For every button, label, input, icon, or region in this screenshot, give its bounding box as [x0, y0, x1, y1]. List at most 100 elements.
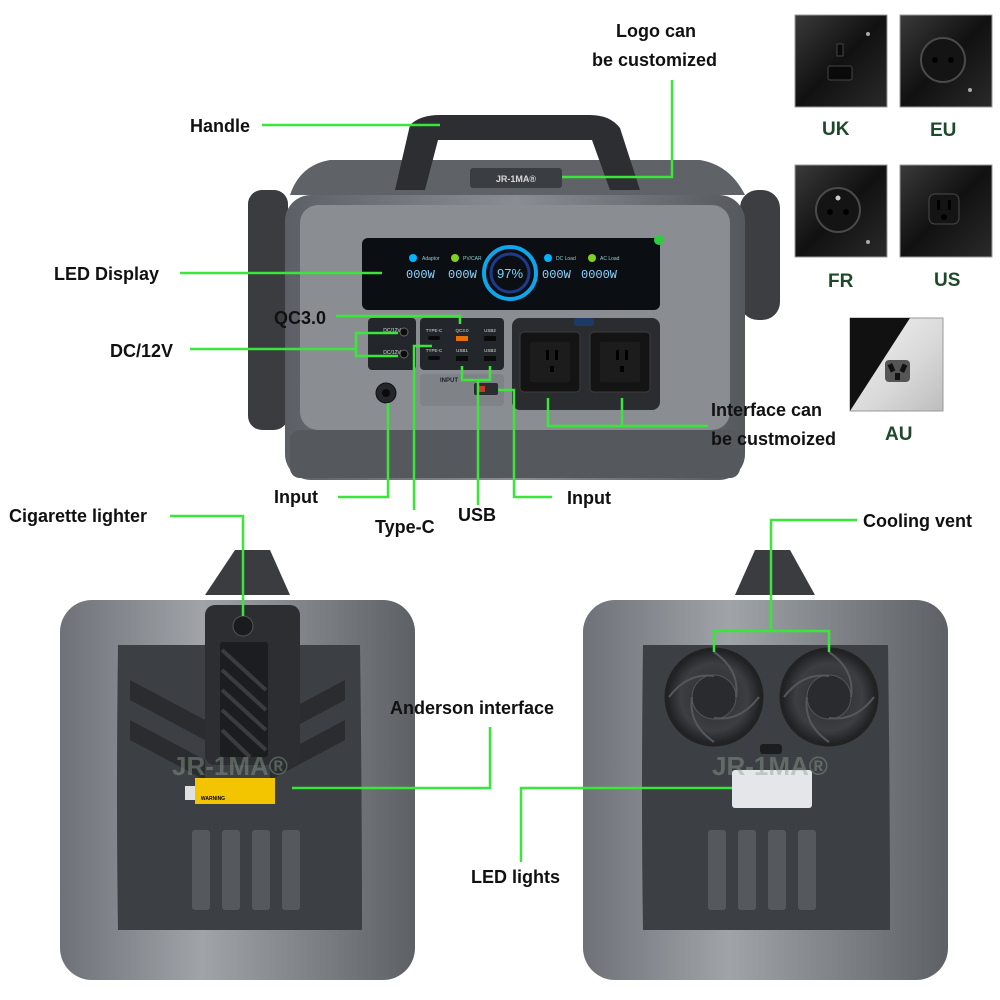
fr-socket-led — [866, 240, 870, 244]
right-rib-3 — [768, 830, 786, 910]
socket-label-au: AU — [885, 424, 913, 445]
ac-outlet-2-face — [600, 342, 640, 382]
input-area — [420, 374, 504, 406]
warning-label-text: WARNING — [201, 796, 225, 802]
label-interface-line1: Interface can — [711, 400, 823, 420]
qc-label: QC3.0 — [455, 328, 469, 333]
socket-label-fr: FR — [828, 271, 854, 292]
au-socket-dark-half — [850, 318, 910, 411]
usb3-label: USB3 — [484, 348, 496, 353]
label-dc12v: DC/12V — [110, 341, 174, 361]
left-watermark: JR-1MA® — [172, 751, 288, 781]
eu-socket-face — [920, 37, 966, 83]
right-rib-4 — [798, 830, 816, 910]
label-input-left: Input — [274, 487, 318, 507]
display-battery-percent: 97% — [497, 266, 523, 281]
led-light-panel — [732, 770, 812, 808]
label-logo-line1: Logo can — [616, 21, 696, 41]
handle — [395, 115, 640, 190]
leader-cooling-vent — [712, 518, 857, 652]
warning-label — [195, 778, 275, 804]
usb1-port — [456, 356, 468, 361]
typec-port-1 — [428, 336, 440, 340]
battery-ring-inner — [489, 252, 531, 294]
left-rib-1 — [192, 830, 210, 910]
eu-socket-pin-a — [932, 57, 938, 63]
label-led-display: LED Display — [54, 264, 160, 284]
label-type-c: Type-C — [375, 517, 435, 537]
cigarette-lighter-port — [232, 615, 254, 637]
battery-ring — [482, 245, 538, 301]
dc-port-1 — [399, 327, 409, 337]
left-rib-4 — [282, 830, 300, 910]
ac-outlet-2-slot-a — [616, 350, 619, 360]
uk-socket-led — [866, 32, 870, 36]
right-rib-2 — [738, 830, 756, 910]
label-cigarette-lighter: Cigarette lighter — [9, 506, 148, 526]
usb1-label: USB1 — [456, 348, 468, 353]
label-qc30: QC3.0 — [274, 308, 327, 328]
left-rib-2 — [222, 830, 240, 910]
input-label: INPUT — [440, 378, 458, 384]
label-input-right: Input — [567, 488, 611, 508]
usb-port-block — [420, 318, 504, 370]
display-dcload-value: 000W — [542, 268, 572, 282]
ac-outlet-2-ground — [620, 366, 624, 372]
fr-socket-face — [815, 187, 861, 233]
display-adaptor-label: Adaptor — [422, 256, 440, 262]
us-socket-ground — [941, 214, 947, 220]
socket-label-uk: UK — [822, 119, 850, 140]
left-rib-3 — [252, 830, 270, 910]
label-interface-line2: be custmoized — [711, 429, 837, 449]
brand-logo: JR-1MA® — [496, 174, 537, 184]
right-rib-1 — [708, 830, 726, 910]
leader-cigarette-lighter — [170, 514, 245, 616]
left-device-handle — [205, 550, 290, 595]
leader-input-left — [338, 403, 390, 499]
socket-label-us: US — [934, 270, 961, 291]
usb2-port — [484, 336, 496, 341]
ac-outlet-1-slot-b — [555, 350, 558, 360]
fr-socket-pin-a — [827, 209, 833, 215]
dcload-icon — [544, 254, 552, 262]
uk-socket-face — [827, 65, 853, 81]
eu-socket-pin-b — [948, 57, 954, 63]
dc-port-block — [368, 318, 416, 370]
left-chevron-2 — [130, 720, 205, 780]
leader-typec — [412, 344, 432, 510]
anderson-port — [185, 786, 195, 800]
dc-port-label-2: DC/12V — [383, 350, 401, 356]
au-socket-ground — [895, 373, 900, 380]
leader-usb — [460, 366, 492, 505]
label-led-lights: LED lights — [471, 867, 560, 887]
left-chevron-1 — [130, 680, 205, 740]
adaptor-icon — [409, 254, 417, 262]
display-acload-label: AC Load — [600, 256, 620, 262]
right-device-handle — [735, 550, 815, 595]
acload-icon — [588, 254, 596, 262]
side-device-right: JR-1MA® — [583, 550, 948, 980]
cooling-fan-left-hub — [691, 674, 737, 720]
typec-port-2 — [428, 356, 440, 360]
ac-outlet-2-slot-b — [625, 350, 628, 360]
leader-led-lights — [519, 786, 732, 862]
au-socket-slot-a — [887, 363, 896, 373]
dc-port-2 — [399, 349, 409, 359]
display-dcload-label: DC Load — [556, 256, 576, 262]
label-cooling-vent: Cooling vent — [863, 511, 972, 531]
socket-label-eu: EU — [930, 120, 957, 141]
leader-logo — [562, 80, 674, 179]
typec-label-1: TYPE-C — [426, 328, 443, 333]
usb3-port — [484, 356, 496, 361]
label-logo-line2: be customized — [592, 50, 718, 70]
power-led — [654, 235, 664, 245]
au-socket-slot-b — [899, 363, 908, 373]
fr-socket-pin-b — [843, 209, 849, 215]
leader-lines — [170, 80, 857, 862]
ac-switch — [574, 318, 594, 326]
label-usb: USB — [458, 505, 497, 525]
socket-tiles — [794, 14, 993, 412]
qc-port — [456, 336, 468, 341]
ac-outlet-1-ground — [550, 366, 554, 372]
